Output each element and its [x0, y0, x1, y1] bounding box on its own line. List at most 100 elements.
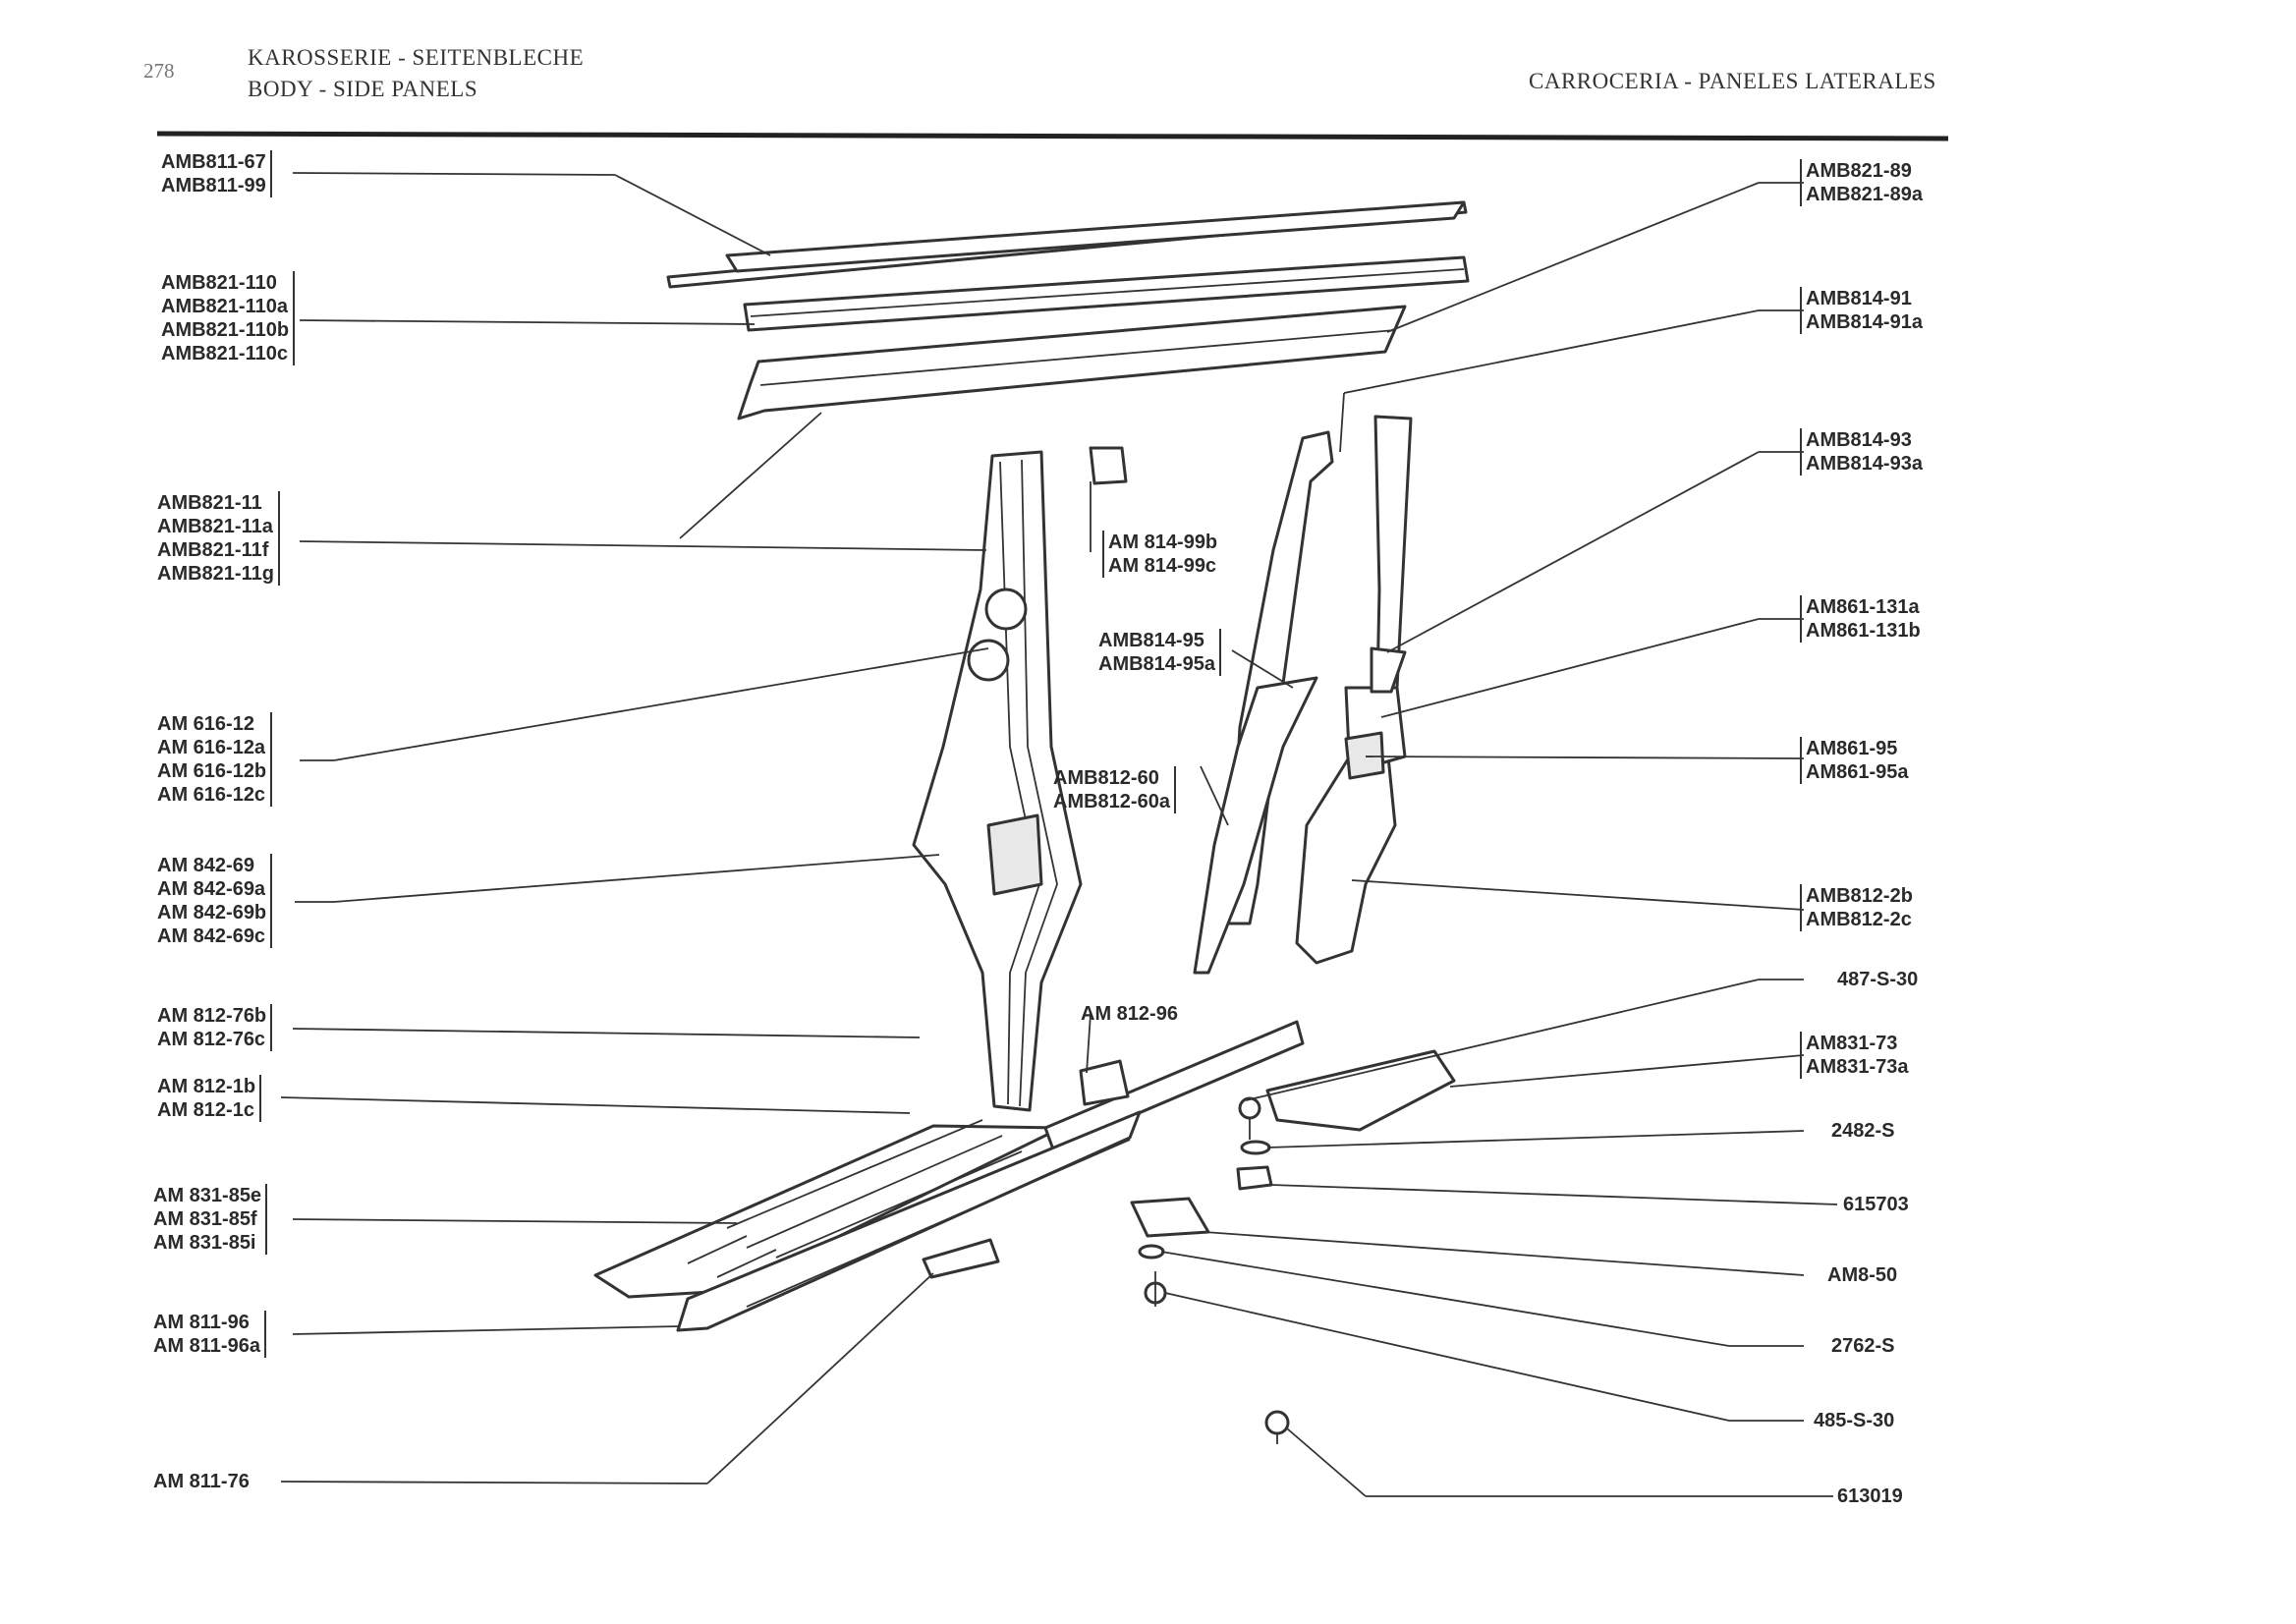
callout-am812-76: AM 812-76b AM 812-76c: [157, 1004, 273, 1051]
part-number: AMB821-110a: [161, 296, 288, 317]
part-number: AMB814-91a: [1806, 311, 1923, 333]
callout-2482-s: 2482-S: [1831, 1119, 1895, 1143]
part-number: AM 814-99b: [1108, 532, 1218, 553]
part-number: 487-S-30: [1837, 969, 1919, 990]
front-pillar-hole-lower: [967, 639, 1010, 682]
part-number: AMB821-89a: [1806, 184, 1923, 205]
callout-am616-12: AM 616-12 AM 616-12a AM 616-12b AM 616-1…: [157, 712, 273, 807]
bracket-am8-50: [1130, 1197, 1210, 1238]
callout-485-s-30: 485-S-30: [1814, 1409, 1894, 1432]
part-number: AM 811-96a: [153, 1335, 260, 1357]
part-number: AMB821-11g: [157, 563, 274, 585]
part-number: AMB821-110c: [161, 343, 288, 364]
part-number: AM831-73a: [1806, 1056, 1909, 1078]
part-number: AM 842-69a: [157, 878, 266, 900]
bracket-am814-99: [1089, 446, 1128, 485]
part-number: AM 616-12c: [157, 784, 266, 806]
part-number: AM 811-96: [153, 1312, 250, 1333]
part-number: AMB814-95: [1098, 630, 1204, 651]
callout-487-s-30: 487-S-30: [1837, 968, 1918, 991]
part-number: AM 812-1c: [157, 1099, 254, 1121]
part-number: 485-S-30: [1814, 1410, 1895, 1431]
bolt-487-s-30: [1238, 1096, 1261, 1120]
roof-rail-channel-line: [750, 268, 1465, 317]
part-number: AMB814-95a: [1098, 653, 1215, 675]
part-number: AM861-131b: [1806, 620, 1921, 642]
part-number: AM 814-99c: [1108, 555, 1217, 577]
leader-lines-left: [280, 172, 989, 1484]
front-pillar-hole-upper: [984, 588, 1028, 631]
part-number: 613019: [1837, 1485, 1903, 1507]
callout-amb821-110: AMB821-110 AMB821-110a AMB821-110b AMB82…: [161, 271, 296, 365]
part-number: AMB821-11a: [157, 516, 273, 537]
callout-am842-69: AM 842-69 AM 842-69a AM 842-69b AM 842-6…: [157, 854, 273, 948]
part-number: AMB814-93a: [1806, 453, 1923, 475]
callout-am811-96: AM 811-96 AM 811-96a: [153, 1311, 266, 1358]
bracket-am831-73: [1265, 1049, 1456, 1132]
part-number: AM 811-76: [153, 1471, 250, 1492]
front-pillar-inner-line-2: [1019, 459, 1058, 1107]
sill-rocker-line: [746, 1139, 1131, 1308]
part-number: AM 842-69b: [157, 902, 267, 924]
part-number: AMB821-110b: [161, 319, 290, 341]
part-number: AM 812-76c: [157, 1029, 266, 1050]
part-number: AMB812-2c: [1806, 909, 1912, 930]
floor-rib-3: [775, 1150, 1023, 1259]
washer-2482-s: [1240, 1140, 1271, 1155]
part-number: AM861-131a: [1806, 596, 1920, 618]
callout-amb821-11: AMB821-11 AMB821-11a AMB821-11f AMB821-1…: [157, 491, 280, 586]
part-number: AMB811-99: [161, 175, 266, 196]
part-number: AM 831-85f: [153, 1208, 257, 1230]
callout-2762-s: 2762-S: [1831, 1334, 1895, 1358]
callout-am861-95: AM861-95 AM861-95a: [1800, 737, 1909, 784]
callout-amb814-95: AMB814-95 AMB814-95a: [1098, 629, 1221, 676]
callout-am812-96: AM 812-96: [1081, 1002, 1178, 1026]
callout-am811-76: AM 811-76: [153, 1470, 250, 1493]
callout-am861-131: AM861-131a AM861-131b: [1800, 595, 1921, 643]
washer-2762-s: [1138, 1244, 1165, 1260]
part-number: AM 831-85i: [153, 1232, 256, 1254]
part-number: AM 831-85e: [153, 1185, 262, 1206]
callout-am831-73: AM831-73 AM831-73a: [1800, 1032, 1909, 1079]
part-number: AM861-95: [1806, 738, 1898, 759]
part-number: AM 842-69c: [157, 925, 266, 947]
part-number: AMB821-11f: [157, 539, 269, 561]
callout-am812-1: AM 812-1b AM 812-1c: [157, 1075, 262, 1122]
front-pillar: [912, 450, 1083, 1112]
callout-am8-50: AM8-50: [1827, 1263, 1897, 1287]
part-number: AM 812-96: [1081, 1003, 1178, 1025]
part-number: AMB814-93: [1806, 429, 1912, 451]
part-number: 615703: [1843, 1194, 1909, 1215]
callout-am814-99: AM 814-99b AM 814-99c: [1102, 531, 1217, 578]
plate-615703: [1236, 1165, 1273, 1191]
part-number: AM 812-1b: [157, 1076, 256, 1097]
title-english: BODY - SIDE PANELS: [248, 77, 478, 101]
part-number: AM 616-12: [157, 713, 254, 735]
part-number: AMB811-67: [161, 151, 266, 173]
roof-rail-strip-drip: [725, 200, 1466, 273]
sill-clip: [922, 1238, 1000, 1279]
callout-amb812-60: AMB812-60 AMB812-60a: [1053, 766, 1176, 813]
callout-amb814-91: AMB814-91 AMB814-91a: [1800, 287, 1923, 334]
floor-rib-4: [687, 1235, 748, 1264]
part-number: AM831-73: [1806, 1033, 1898, 1054]
callout-amb821-89: AMB821-89 AMB821-89a: [1800, 159, 1923, 206]
roof-rail-channel: [743, 255, 1470, 332]
floor-rib-2: [746, 1135, 1003, 1249]
part-number: AMB821-11: [157, 492, 262, 514]
part-number: AMB812-60: [1053, 767, 1159, 789]
part-number: AM 842-69: [157, 855, 254, 876]
part-number: AMB821-110: [161, 272, 277, 294]
part-number: AMB812-60a: [1053, 791, 1170, 812]
leader-lines-center: [1086, 481, 1294, 1074]
header-rule: [156, 131, 1949, 141]
b-pillar-reinforcement: [1193, 676, 1318, 975]
page-number: 278: [143, 59, 175, 83]
sill-rocker: [676, 1110, 1142, 1332]
plug-613019: [1264, 1410, 1290, 1435]
callout-613019: 613019: [1837, 1484, 1903, 1508]
floor-rib-5: [716, 1249, 777, 1278]
part-number: AM8-50: [1827, 1264, 1898, 1286]
callout-am831-85: AM 831-85e AM 831-85f AM 831-85i: [153, 1184, 268, 1255]
